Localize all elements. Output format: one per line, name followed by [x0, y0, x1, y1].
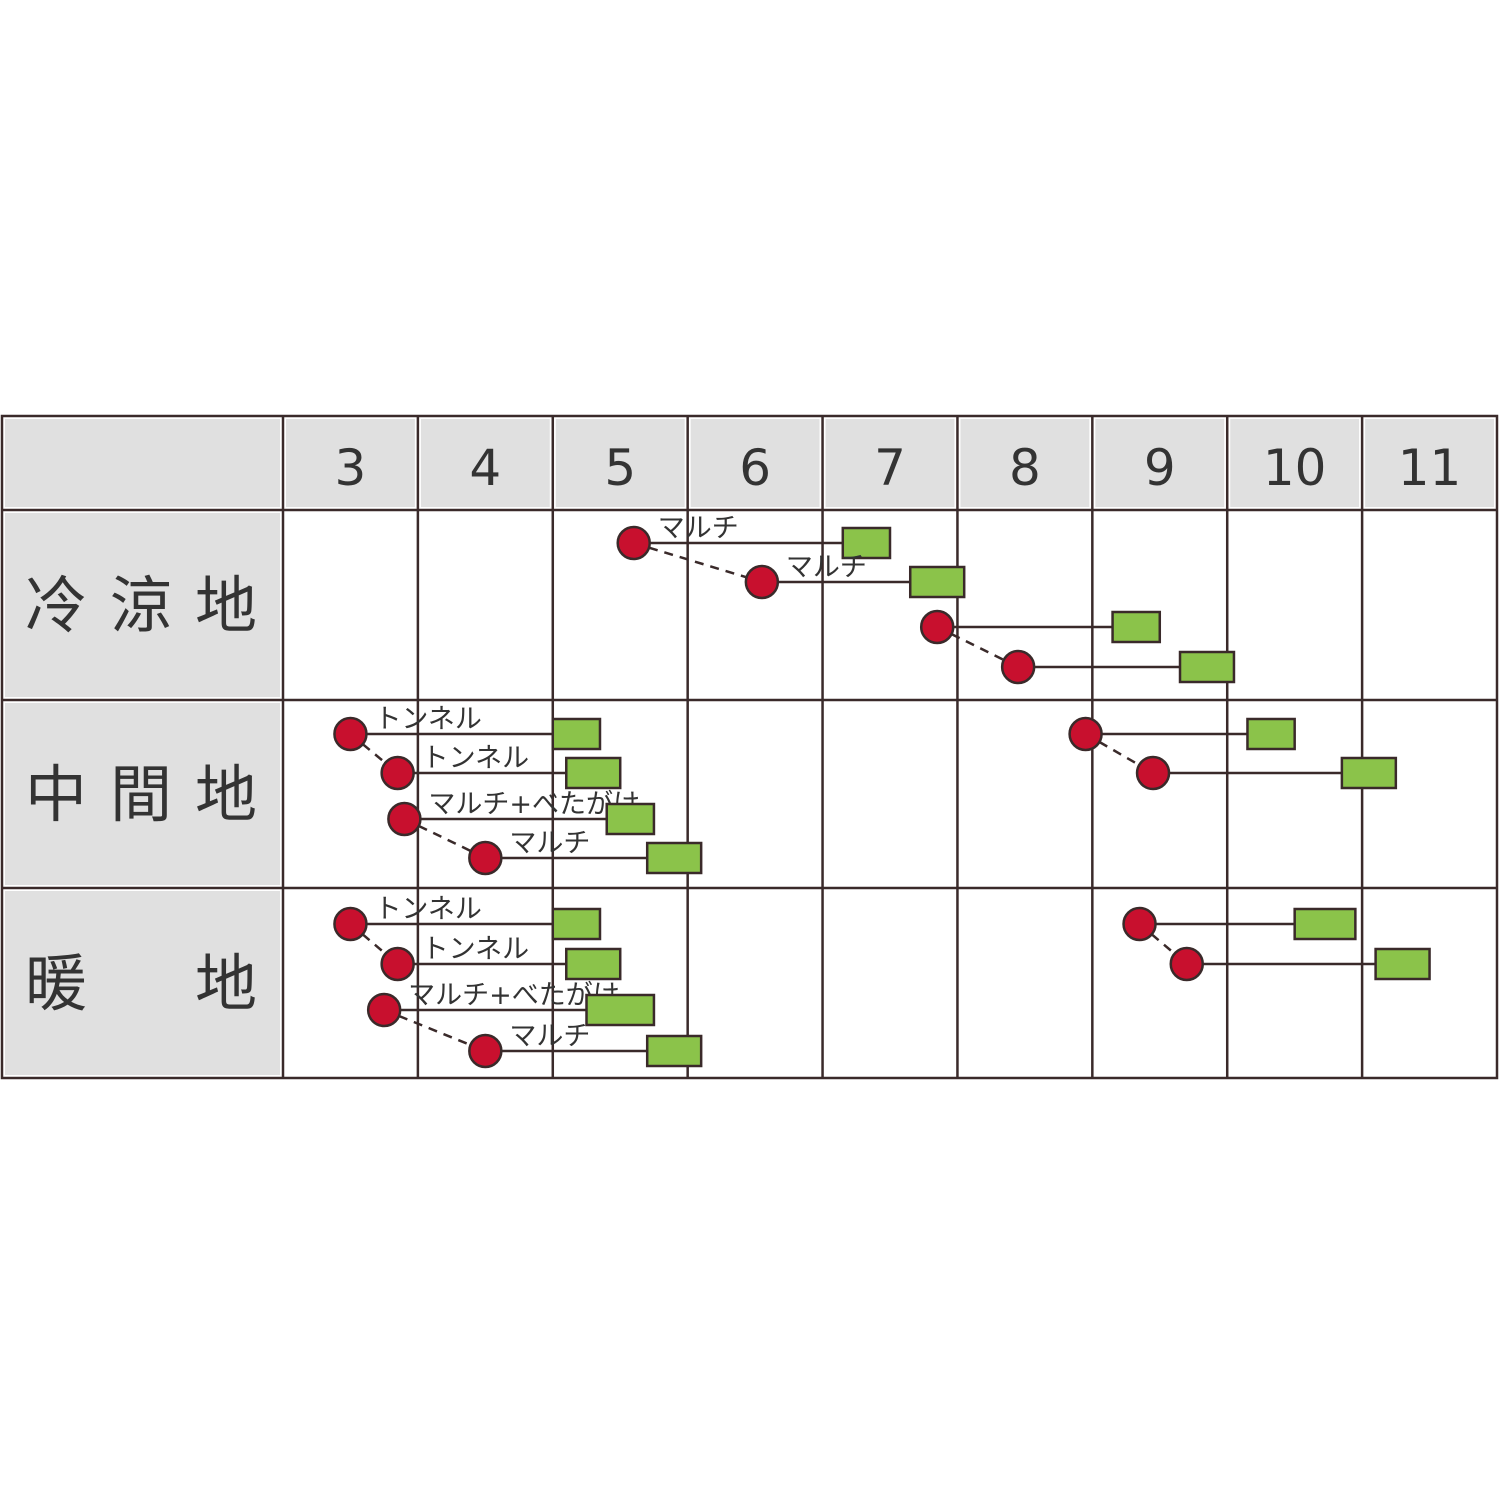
method-label: トンネル	[422, 743, 529, 774]
region-label-char: 涼	[110, 569, 172, 642]
method-label: マルチ+べたがけ	[408, 980, 620, 1011]
month-header-cell	[690, 419, 820, 507]
region-header-cell	[5, 513, 280, 697]
region-label-char: 中	[25, 758, 87, 831]
month-header-cell	[1095, 419, 1225, 507]
month-header-cell	[825, 419, 955, 507]
month-header-cell	[1365, 419, 1494, 507]
region-label-char: 地	[195, 947, 257, 1020]
sowing-dot	[380, 946, 415, 982]
month-label: 9	[1144, 439, 1176, 497]
method-label: トンネル	[374, 894, 481, 925]
sowing-dot	[1135, 755, 1171, 791]
harvest-bar	[585, 993, 656, 1027]
method-label: マルチ	[786, 552, 867, 583]
harvest-bar	[1246, 717, 1296, 751]
harvest-bar	[1340, 756, 1398, 790]
harvest-bar	[551, 907, 602, 941]
method-label: マルチ+べたがけ	[428, 789, 640, 820]
table-border	[0, 414, 1499, 1080]
sowing-dot	[616, 525, 651, 561]
harvest-bar	[565, 947, 622, 981]
sowing-dot	[1068, 716, 1103, 752]
sowing-link	[633, 541, 763, 584]
harvest-bar	[841, 526, 892, 560]
corner-cell	[5, 419, 280, 507]
month-header-cell	[286, 419, 415, 507]
harvest-bar	[645, 841, 703, 875]
sowing-dot	[380, 755, 415, 791]
sowing-dot	[468, 840, 503, 876]
month-header-cell	[1230, 419, 1360, 507]
region-label-char: 暖	[25, 947, 87, 1020]
region-header-cell	[5, 703, 280, 885]
sowing-dot	[333, 716, 368, 752]
region-label-char: 地	[195, 758, 257, 831]
harvest-bar	[1178, 650, 1236, 684]
month-header-cell	[420, 419, 550, 507]
month-label: 3	[335, 439, 367, 497]
harvest-bar	[1374, 947, 1431, 981]
method-label: マルチ	[509, 828, 590, 859]
harvest-bar	[645, 1034, 703, 1068]
harvest-bar	[605, 802, 656, 836]
month-header-cell	[555, 419, 685, 507]
region-header-cell	[5, 891, 280, 1075]
sowing-dot	[919, 609, 955, 645]
harvest-bar	[1111, 610, 1162, 644]
month-label: 10	[1263, 439, 1327, 497]
sowing-dot	[366, 992, 402, 1028]
month-label: 6	[739, 439, 771, 497]
region-label-char: 間	[110, 758, 172, 831]
month-label: 7	[874, 439, 906, 497]
method-label: マルチ	[509, 1021, 590, 1052]
harvest-bar	[908, 565, 966, 599]
month-header-cell	[960, 419, 1090, 507]
month-label: 11	[1398, 439, 1462, 497]
harvest-bar	[565, 756, 622, 790]
method-label: トンネル	[422, 934, 529, 965]
month-label: 8	[1009, 439, 1041, 497]
sowing-link	[383, 1008, 486, 1053]
sowing-dot	[333, 906, 368, 942]
sowing-dot	[387, 801, 422, 837]
sowing-dot	[1169, 946, 1205, 982]
region-label-char: 冷	[25, 569, 87, 642]
sowing-dot	[1000, 649, 1036, 685]
month-label: 4	[469, 439, 501, 497]
sowing-dot	[744, 564, 780, 600]
sowing-dot	[1122, 906, 1157, 942]
region-label-char: 地	[195, 569, 257, 642]
month-label: 5	[604, 439, 636, 497]
harvest-bar	[1293, 907, 1357, 941]
harvest-bar	[551, 717, 602, 751]
sowing-dot	[468, 1033, 503, 1069]
method-label: トンネル	[374, 704, 481, 735]
method-label: マルチ	[658, 513, 739, 544]
